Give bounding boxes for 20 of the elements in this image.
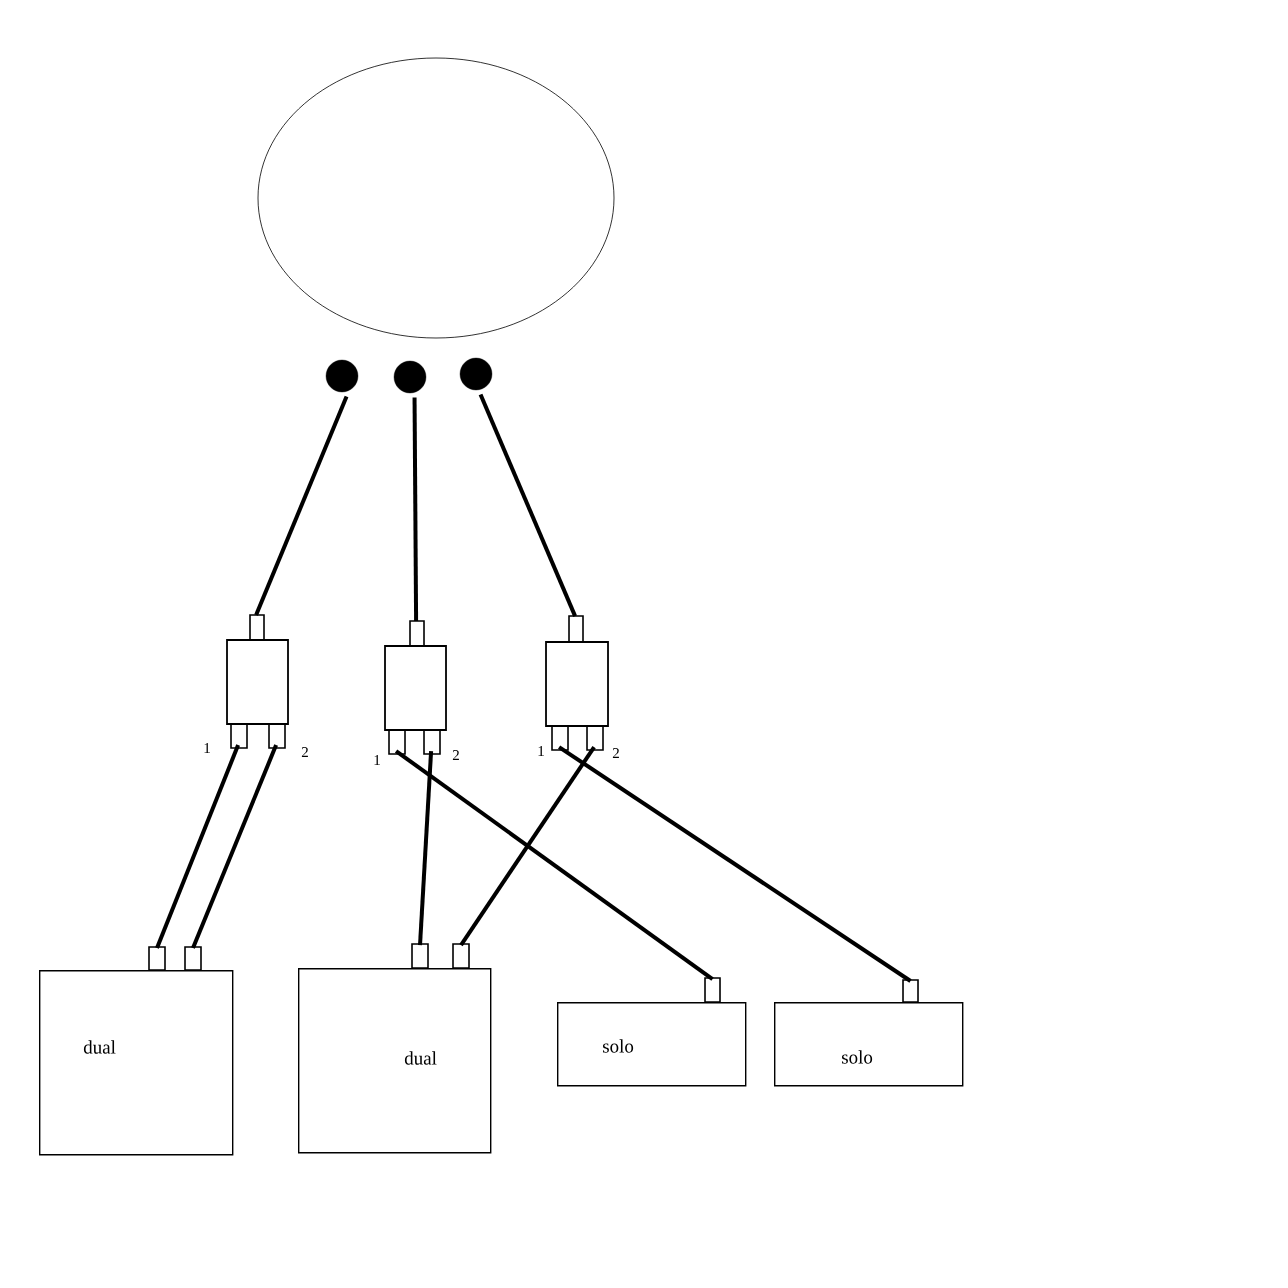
ring — [257, 57, 615, 339]
port-number: 2 — [612, 748, 619, 758]
splitter-box — [545, 615, 609, 751]
port-number: 1 — [538, 746, 544, 756]
splitter-box — [226, 614, 289, 749]
device-box: solo — [557, 977, 747, 1087]
cable — [412, 397, 419, 622]
port-number: 2 — [301, 747, 308, 757]
cable — [394, 749, 714, 981]
device-box: dual — [298, 943, 492, 1154]
cable — [558, 745, 912, 983]
port-number: 1 — [204, 743, 210, 753]
connector-dot — [325, 359, 359, 393]
connector-dot — [459, 357, 493, 391]
device-box: dual — [39, 946, 234, 1156]
port-number: 1 — [374, 755, 380, 765]
connector-dot — [393, 360, 427, 394]
device-box: solo — [774, 979, 964, 1087]
port-number: 2 — [452, 750, 459, 760]
splitter-box — [384, 620, 447, 755]
